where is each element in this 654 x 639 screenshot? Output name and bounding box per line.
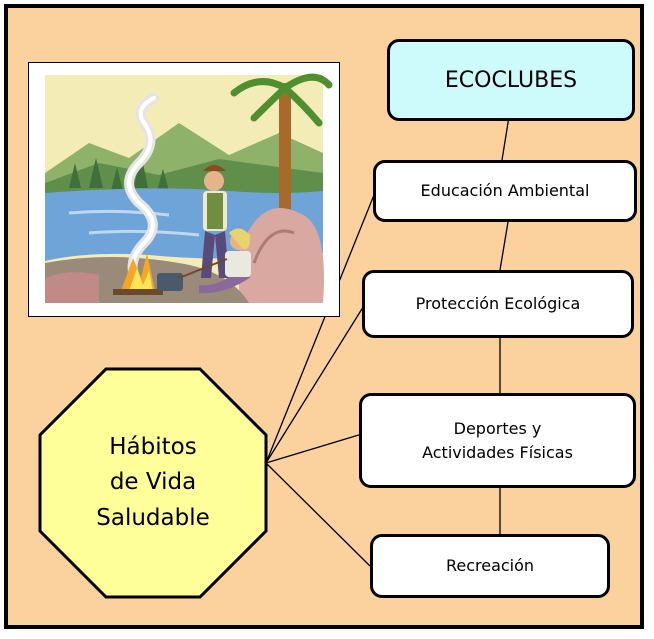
habitos-label-line3: Saludable	[96, 504, 210, 531]
recreacion-label: Recreación	[445, 556, 535, 575]
ecoclubes-label: ECOCLUBES	[444, 67, 578, 93]
proteccion-ecologica-box: Protección Ecológica	[362, 270, 634, 338]
habitos-label-line1: Hábitos	[109, 433, 197, 460]
deportes-label-line2: Actividades Físicas	[422, 442, 573, 462]
deportes-label-line1: Deportes y	[453, 418, 542, 438]
educacion-ambiental-box: Educación Ambiental	[373, 160, 637, 222]
habitos-label-line2: de Vida	[109, 469, 197, 496]
educacion-ambiental-label: Educación Ambiental	[420, 181, 590, 200]
recreacion-box: Recreación	[370, 534, 610, 598]
octagon-shape	[38, 367, 268, 599]
proteccion-ecologica-label: Protección Ecológica	[415, 294, 581, 313]
ecoclubes-box: ECOCLUBES	[387, 39, 635, 121]
deportes-box: Deportes y Actividades Físicas	[359, 393, 636, 488]
campfire-clipart-image	[28, 62, 340, 317]
habitos-octagon: Hábitos de Vida Saludable	[38, 367, 268, 599]
